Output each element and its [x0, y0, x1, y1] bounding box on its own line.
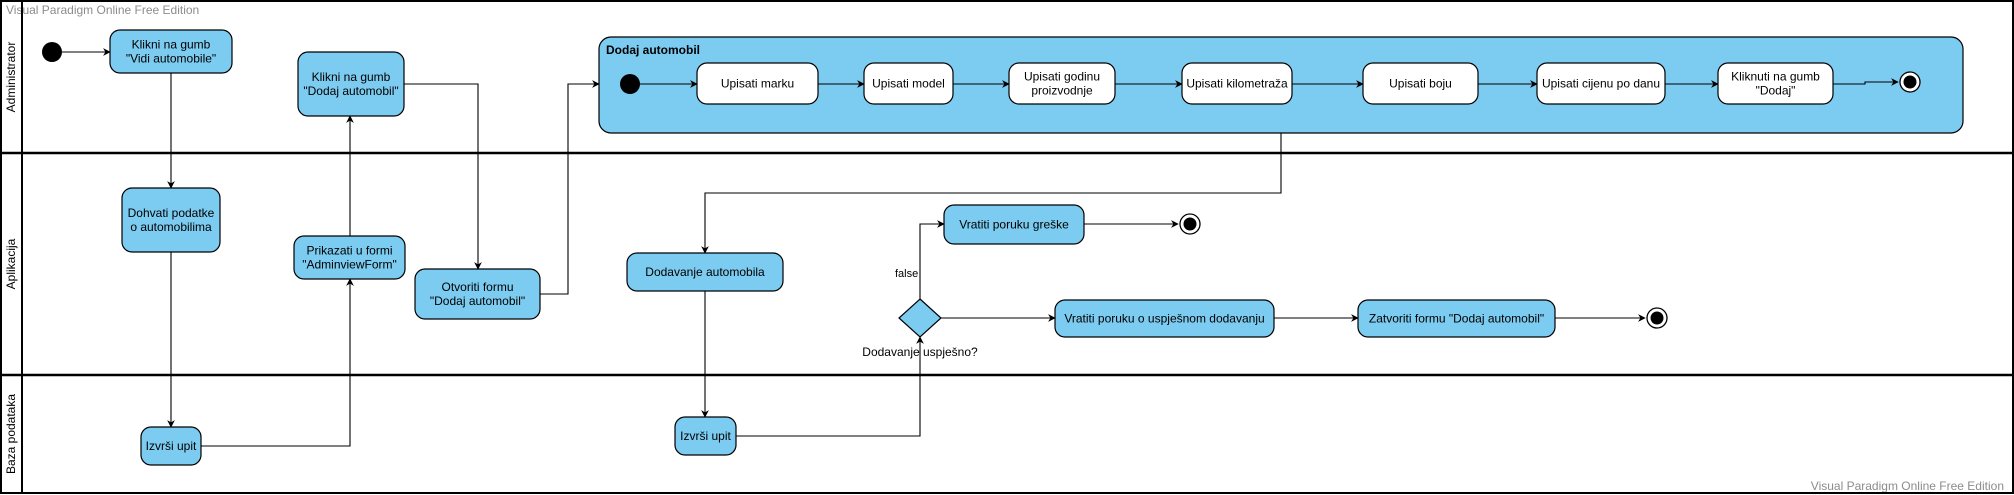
- step-upisati-marku[interactable]: Upisati marku: [696, 62, 819, 105]
- step-upisati-cijenu-label: Upisati cijenu po danu: [1542, 77, 1660, 91]
- connectors: [62, 48, 1899, 447]
- edge-otvoriti-region: [540, 80, 600, 295]
- action-dodavanje-automobila[interactable]: Dodavanje automobila: [626, 252, 784, 292]
- action-prikazati-formi-label: Prikazati u formi: [306, 244, 392, 258]
- action-vratiti-uspjeh-box: [1054, 299, 1275, 338]
- action-izvrsi-upit-1[interactable]: Izvrši upit: [140, 426, 202, 466]
- step-upisati-kilometraza-label: Upisati kilometraža: [1186, 77, 1288, 91]
- action-izvrsi-upit-1-label: Izvrši upit: [146, 439, 197, 453]
- step-upisati-cijenu[interactable]: Upisati cijenu po danu: [1536, 62, 1666, 105]
- step-kliknuti-dodaj[interactable]: Kliknuti na gumb"Dodaj": [1717, 62, 1834, 105]
- step-upisati-boju[interactable]: Upisati boju: [1362, 62, 1479, 105]
- watermark-bottom: Visual Paradigm Online Free Edition: [1810, 479, 2004, 493]
- action-izvrsi-upit-2[interactable]: Izvrši upit: [674, 416, 737, 456]
- action-prikazati-formi[interactable]: Prikazati u formi"AdminviewForm": [293, 235, 406, 280]
- step-kliknuti-dodaj-box: [1717, 62, 1834, 105]
- action-dodaj-automobil-klik[interactable]: Klikni na gumb"Dodaj automobil": [297, 51, 405, 117]
- decision-dodavanje-uspjesno: Dodavanje uspješno?: [862, 298, 978, 359]
- step-upisati-godinu-label: Upisati godinu: [1024, 70, 1100, 84]
- action-otvoriti-formu-label: Otvoriti formu: [441, 280, 513, 294]
- action-dohvati-podatke-label: o automobilima: [130, 220, 212, 234]
- step-upisati-model-label: Upisati model: [872, 77, 945, 91]
- final-node-greska: [1179, 213, 1201, 235]
- step-upisati-marku-box: [696, 62, 819, 105]
- step-upisati-model-box: [863, 62, 954, 105]
- action-izvrsi-upit-2-label: Izvrši upit: [680, 429, 731, 443]
- edge-region-dodavanje: [701, 133, 1282, 254]
- action-vratiti-uspjeh[interactable]: Vratiti poruku o uspješnom dodavanju: [1054, 299, 1275, 338]
- initial-node-main: [42, 42, 62, 62]
- action-zatvoriti-formu-box: [1357, 299, 1556, 338]
- action-dodaj-automobil-klik-box: [297, 51, 405, 117]
- action-dodaj-automobil-klik-label: "Dodaj automobil": [303, 84, 398, 98]
- step-upisati-model[interactable]: Upisati model: [863, 62, 954, 105]
- edge-r-dodaj-final: [1833, 78, 1899, 86]
- action-vidi-automobile-label: "Vidi automobile": [126, 52, 216, 66]
- region-title: Dodaj automobil: [606, 43, 700, 57]
- action-dohvati-podatke-label: Dohvati podatke: [128, 206, 215, 220]
- edge-izvrsi1-prikazati: [201, 278, 354, 447]
- action-zatvoriti-formu[interactable]: Zatvoriti formu "Dodaj automobil": [1357, 299, 1556, 338]
- step-upisati-cijenu-box: [1536, 62, 1666, 105]
- action-dohvati-podatke-box: [121, 187, 221, 253]
- action-zatvoriti-formu-label: Zatvoriti formu "Dodaj automobil": [1369, 312, 1544, 326]
- action-prikazati-formi-box: [293, 235, 406, 280]
- decision-false-label: false: [895, 268, 918, 280]
- step-upisati-kilometraza-box: [1181, 62, 1293, 105]
- lane-label-aplikacija: Aplikacija: [4, 238, 18, 289]
- final-node-uspjeh: [1646, 307, 1668, 329]
- initial-node-region: [620, 74, 640, 94]
- step-upisati-kilometraza[interactable]: Upisati kilometraža: [1181, 62, 1293, 105]
- step-upisati-boju-label: Upisati boju: [1389, 77, 1452, 91]
- action-vidi-automobile[interactable]: Klikni na gumb"Vidi automobile": [109, 29, 233, 74]
- action-otvoriti-formu-box: [414, 268, 541, 320]
- action-izvrsi-upit-1-box: [140, 426, 202, 466]
- action-dodaj-automobil-klik-label: Klikni na gumb: [312, 70, 391, 84]
- nodes: Klikni na gumb"Vidi automobile"Klikni na…: [42, 29, 1921, 466]
- action-dodavanje-automobila-label: Dodavanje automobila: [645, 265, 765, 279]
- step-kliknuti-dodaj-label: "Dodaj": [1756, 84, 1796, 98]
- lane-label-administrator: Administrator: [4, 42, 18, 113]
- action-izvrsi-upit-2-box: [674, 416, 737, 456]
- step-upisati-marku-label: Upisati marku: [721, 77, 794, 91]
- final-node-region: [1899, 71, 1921, 93]
- action-vratiti-gresku[interactable]: Vratiti poruku greške: [943, 204, 1085, 245]
- step-upisati-godinu-label: proizvodnje: [1031, 84, 1093, 98]
- action-otvoriti-formu-label: "Dodaj automobil": [430, 294, 525, 308]
- lane-label-baza: Baza podataka: [4, 394, 18, 474]
- decision-label: Dodavanje uspješno?: [862, 345, 978, 359]
- action-vratiti-uspjeh-label: Vratiti poruku o uspješnom dodavanju: [1064, 312, 1264, 326]
- action-vratiti-gresku-label: Vratiti poruku greške: [959, 218, 1069, 232]
- edge-dodajklik-otvoriti: [404, 83, 482, 270]
- action-dodavanje-automobila-box: [626, 252, 784, 292]
- action-vidi-automobile-box: [109, 29, 233, 74]
- edge-decision-greska: [919, 220, 945, 299]
- action-prikazati-formi-label: "AdminviewForm": [302, 258, 397, 272]
- step-upisati-godinu-box: [1008, 62, 1116, 105]
- action-vratiti-gresku-box: [943, 204, 1085, 245]
- action-otvoriti-formu[interactable]: Otvoriti formu"Dodaj automobil": [414, 268, 541, 320]
- step-kliknuti-dodaj-label: Kliknuti na gumb: [1731, 70, 1820, 84]
- step-upisati-boju-box: [1362, 62, 1479, 105]
- edge-izvrsi2-decision: [736, 336, 924, 437]
- watermark-top: Visual Paradigm Online Free Edition: [6, 3, 200, 17]
- action-vidi-automobile-label: Klikni na gumb: [132, 38, 211, 52]
